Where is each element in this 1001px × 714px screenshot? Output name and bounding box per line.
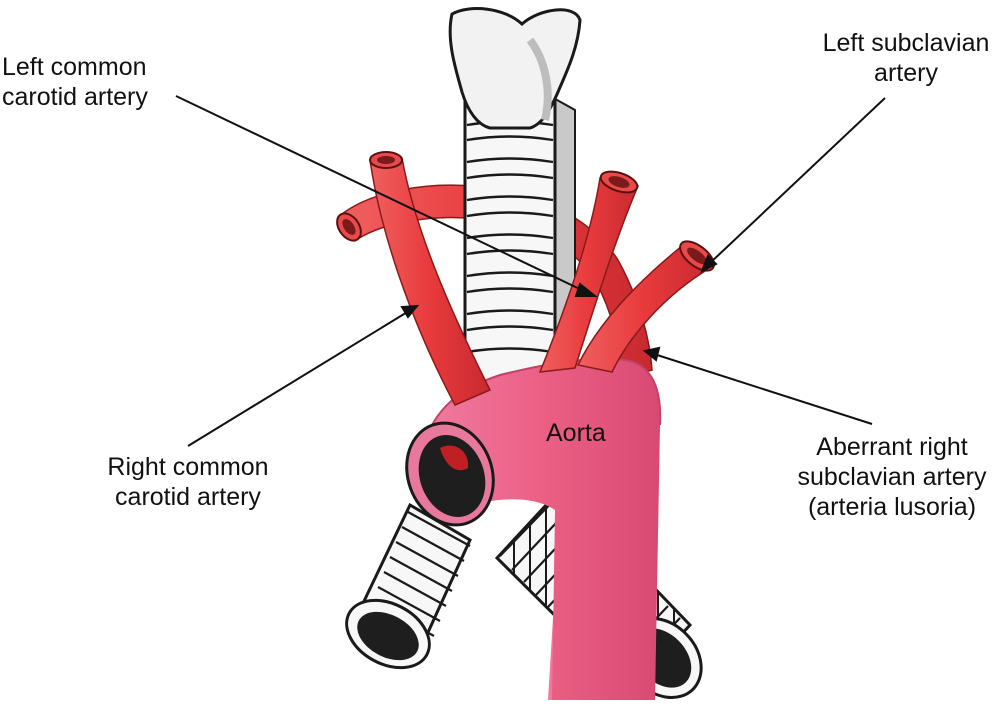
left-common-carotid-pointer [175, 95, 587, 293]
label-aberrant-line1: Aberrant right [816, 433, 968, 461]
left-subclavian-artery [576, 245, 712, 373]
right-common-carotid-pointer [187, 310, 410, 447]
aberrant-subclavian-pointer [653, 353, 873, 425]
ascending-aorta-lumen [405, 421, 495, 527]
label-right-common-carotid: Right common carotid artery [88, 452, 288, 512]
label-left-common-carotid-line1: Left common [2, 53, 147, 81]
label-aorta: Aorta [546, 419, 606, 447]
trachea [448, 7, 582, 387]
label-left-common-carotid: Left common carotid artery [2, 52, 148, 112]
label-right-common-carotid-line1: Right common [107, 453, 269, 481]
right-common-carotid-artery [369, 157, 492, 406]
label-left-subclavian: Left subclavian artery [812, 28, 1000, 88]
label-aberrant-right-subclavian: Aberrant right subclavian artery (arteri… [784, 432, 1000, 522]
aberrant-subclavian-arrowhead [642, 346, 661, 362]
label-aberrant-line3: (arteria lusoria) [807, 493, 977, 521]
leader-lines [175, 95, 886, 447]
label-left-subclavian-line2: artery [874, 59, 938, 87]
label-right-common-carotid-line2: carotid artery [115, 483, 261, 511]
label-left-subclavian-line1: Left subclavian [822, 29, 990, 57]
left-common-carotid-artery [538, 177, 640, 373]
aortic-arch [425, 358, 661, 700]
label-aberrant-line2: subclavian artery [797, 463, 987, 491]
label-left-common-carotid-line2: carotid artery [2, 83, 148, 111]
left-common-carotid-arrowhead [574, 282, 598, 297]
left-subclavian-pointer [708, 97, 886, 265]
right-main-bronchus [345, 502, 472, 670]
right-common-carotid-arrowhead [400, 304, 420, 319]
left-subclavian-arrowhead [700, 254, 718, 274]
